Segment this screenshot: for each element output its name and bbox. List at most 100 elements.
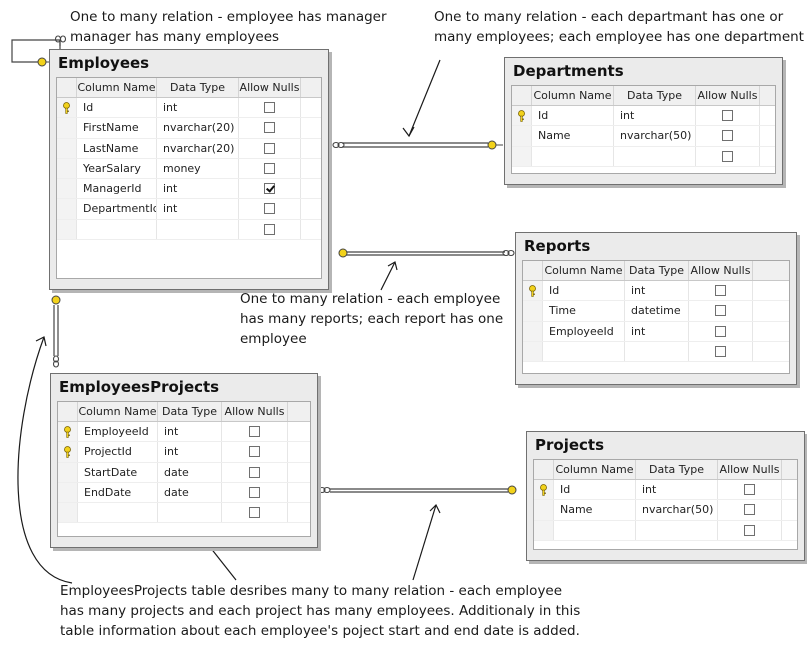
row-selector[interactable] — [512, 126, 532, 146]
column-name-cell[interactable]: FirstName — [77, 118, 157, 138]
allow-nulls-checkbox[interactable] — [743, 504, 755, 516]
data-type-cell[interactable]: date — [158, 462, 222, 482]
row-selector[interactable] — [57, 98, 77, 118]
row-selector[interactable] — [523, 341, 543, 362]
allow-nulls-checkbox[interactable] — [721, 130, 733, 142]
column-name-cell[interactable]: Name — [532, 126, 614, 146]
column-name-cell[interactable]: ManagerId — [77, 179, 157, 199]
data-type-cell[interactable]: nvarchar(20) — [157, 138, 239, 158]
column-name-cell[interactable]: Name — [554, 500, 636, 520]
data-type-cell[interactable]: date — [158, 482, 222, 503]
allow-nulls-checkbox[interactable] — [721, 150, 733, 162]
data-type-cell[interactable] — [614, 146, 696, 166]
row-selector[interactable] — [57, 118, 77, 138]
row-selector[interactable] — [57, 138, 77, 158]
row-selector[interactable] — [523, 301, 543, 321]
allow-nulls-checkbox[interactable] — [263, 122, 275, 134]
allow-nulls-checkbox[interactable] — [248, 507, 260, 519]
column-name-cell[interactable] — [78, 503, 158, 523]
data-type-cell[interactable]: int — [157, 199, 239, 219]
allow-nulls-checkbox[interactable] — [263, 162, 275, 174]
data-type-cell[interactable]: int — [157, 179, 239, 199]
column-name-cell[interactable]: LastName — [77, 138, 157, 158]
row-selector[interactable] — [57, 158, 77, 179]
data-type-cell[interactable]: nvarchar(20) — [157, 118, 239, 138]
column-name-cell[interactable]: EndDate — [78, 482, 158, 503]
row-selector[interactable] — [534, 480, 554, 500]
row-selector[interactable] — [57, 199, 77, 219]
row-selector[interactable] — [58, 422, 78, 442]
column-name-cell[interactable]: ProjectId — [78, 442, 158, 462]
data-type-cell[interactable]: int — [157, 98, 239, 118]
column-name-cell[interactable]: Id — [554, 480, 636, 500]
row-selector[interactable] — [58, 442, 78, 462]
column-name-cell[interactable] — [543, 341, 625, 362]
data-type-cell[interactable] — [157, 219, 239, 240]
table-row[interactable] — [512, 146, 775, 167]
allow-nulls-checkbox[interactable] — [263, 203, 275, 215]
row-selector[interactable] — [523, 321, 543, 341]
data-type-cell[interactable] — [158, 503, 222, 523]
column-name-cell[interactable] — [554, 520, 636, 540]
data-type-cell[interactable]: money — [157, 158, 239, 179]
row-selector[interactable] — [523, 281, 543, 301]
row-selector[interactable] — [58, 482, 78, 503]
allow-nulls-checkbox[interactable] — [743, 524, 755, 536]
row-selector[interactable] — [534, 500, 554, 520]
allow-nulls-checkbox[interactable] — [248, 466, 260, 478]
column-name-cell[interactable] — [532, 146, 614, 166]
allow-nulls-checkbox[interactable] — [714, 325, 726, 337]
row-selector[interactable] — [58, 462, 78, 482]
table-row[interactable] — [57, 219, 321, 241]
column-name-cell[interactable] — [77, 219, 157, 240]
allow-nulls-checkbox[interactable] — [263, 223, 275, 235]
column-name-cell[interactable]: Time — [543, 301, 625, 321]
column-name-cell[interactable]: EmployeeId — [78, 422, 158, 442]
column-name-cell[interactable]: Id — [543, 281, 625, 301]
table-row[interactable] — [58, 503, 310, 524]
column-name-cell[interactable]: EmployeeId — [543, 321, 625, 341]
data-type-cell[interactable]: int — [625, 321, 689, 341]
allow-nulls-checkbox[interactable] — [743, 484, 755, 495]
row-selector[interactable] — [534, 520, 554, 540]
allow-nulls-checkbox[interactable] — [263, 183, 275, 195]
data-type-cell[interactable] — [625, 341, 689, 362]
data-type-cell[interactable]: int — [614, 106, 696, 126]
column-name-cell[interactable]: Id — [77, 98, 157, 118]
allow-nulls-checkbox[interactable] — [714, 285, 726, 296]
row-selector[interactable] — [58, 503, 78, 523]
allow-nulls-checkbox[interactable] — [721, 110, 733, 121]
allow-nulls-checkbox[interactable] — [263, 142, 275, 154]
table-row[interactable] — [523, 341, 789, 363]
row-selector[interactable] — [512, 146, 532, 166]
allow-nulls-checkbox[interactable] — [714, 345, 726, 357]
column-name-cell[interactable]: StartDate — [78, 462, 158, 482]
row-selector[interactable] — [512, 106, 532, 126]
data-type-cell[interactable]: nvarchar(50) — [614, 126, 696, 146]
allow-nulls-checkbox[interactable] — [263, 102, 275, 113]
column-name-cell[interactable]: YearSalary — [77, 158, 157, 179]
data-type-cell[interactable]: int — [158, 442, 222, 462]
